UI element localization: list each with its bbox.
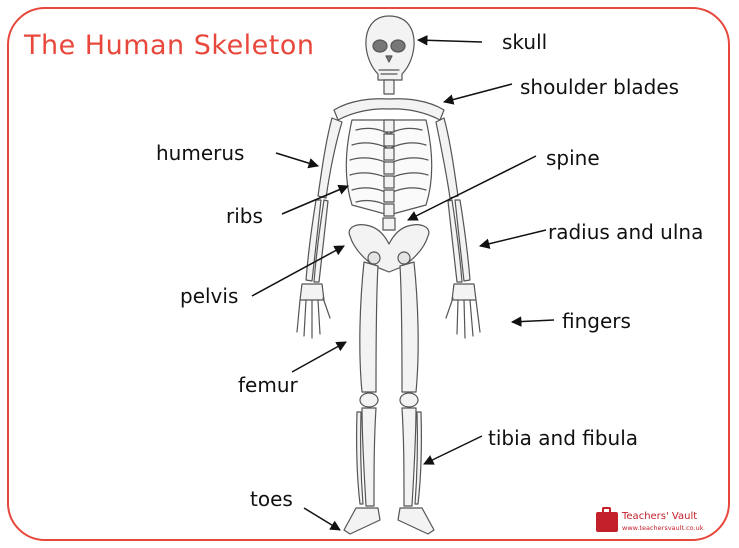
label-humerus: humerus xyxy=(156,143,244,163)
skull-arrow xyxy=(418,40,482,42)
hand-bones xyxy=(297,284,480,338)
label-pelvis: pelvis xyxy=(180,286,238,306)
label-tibia-fibula: tibia and fibula xyxy=(488,428,638,448)
label-femur: femur xyxy=(238,375,298,395)
label-fingers: fingers xyxy=(562,311,631,331)
shoulder-blades-bone xyxy=(334,99,444,120)
logo-name: Teachers' Vault xyxy=(622,511,697,522)
label-radius-ulna: radius and ulna xyxy=(548,222,703,242)
neck-vertebrae xyxy=(384,80,394,94)
humerus-arrow xyxy=(276,153,318,166)
briefcase-icon xyxy=(596,512,618,532)
pelvis-bone xyxy=(349,225,429,272)
label-toes: toes xyxy=(250,489,293,509)
skull-bone xyxy=(366,16,414,80)
label-skull: skull xyxy=(502,32,547,52)
radius-ulna-arrow xyxy=(480,230,546,246)
femur-arrow xyxy=(292,342,346,372)
femur-bone xyxy=(360,262,418,392)
label-spine: spine xyxy=(546,148,600,168)
kneecap-bone xyxy=(360,393,378,407)
toes-arrow xyxy=(304,508,340,530)
label-shoulder-blades: shoulder blades xyxy=(520,77,679,97)
logo-url: www.teachersvault.co.uk xyxy=(622,524,703,532)
tibia-fibula-bone xyxy=(357,408,422,506)
pelvis-arrow xyxy=(252,246,344,296)
teachers-vault-logo: Teachers' Vault www.teachersvault.co.uk xyxy=(596,510,706,536)
tibia-fibula-arrow xyxy=(424,436,482,464)
shoulder-blades-arrow xyxy=(444,84,512,102)
fingers-arrow xyxy=(512,320,554,322)
foot-bones xyxy=(344,508,434,534)
label-ribs: ribs xyxy=(226,206,263,226)
